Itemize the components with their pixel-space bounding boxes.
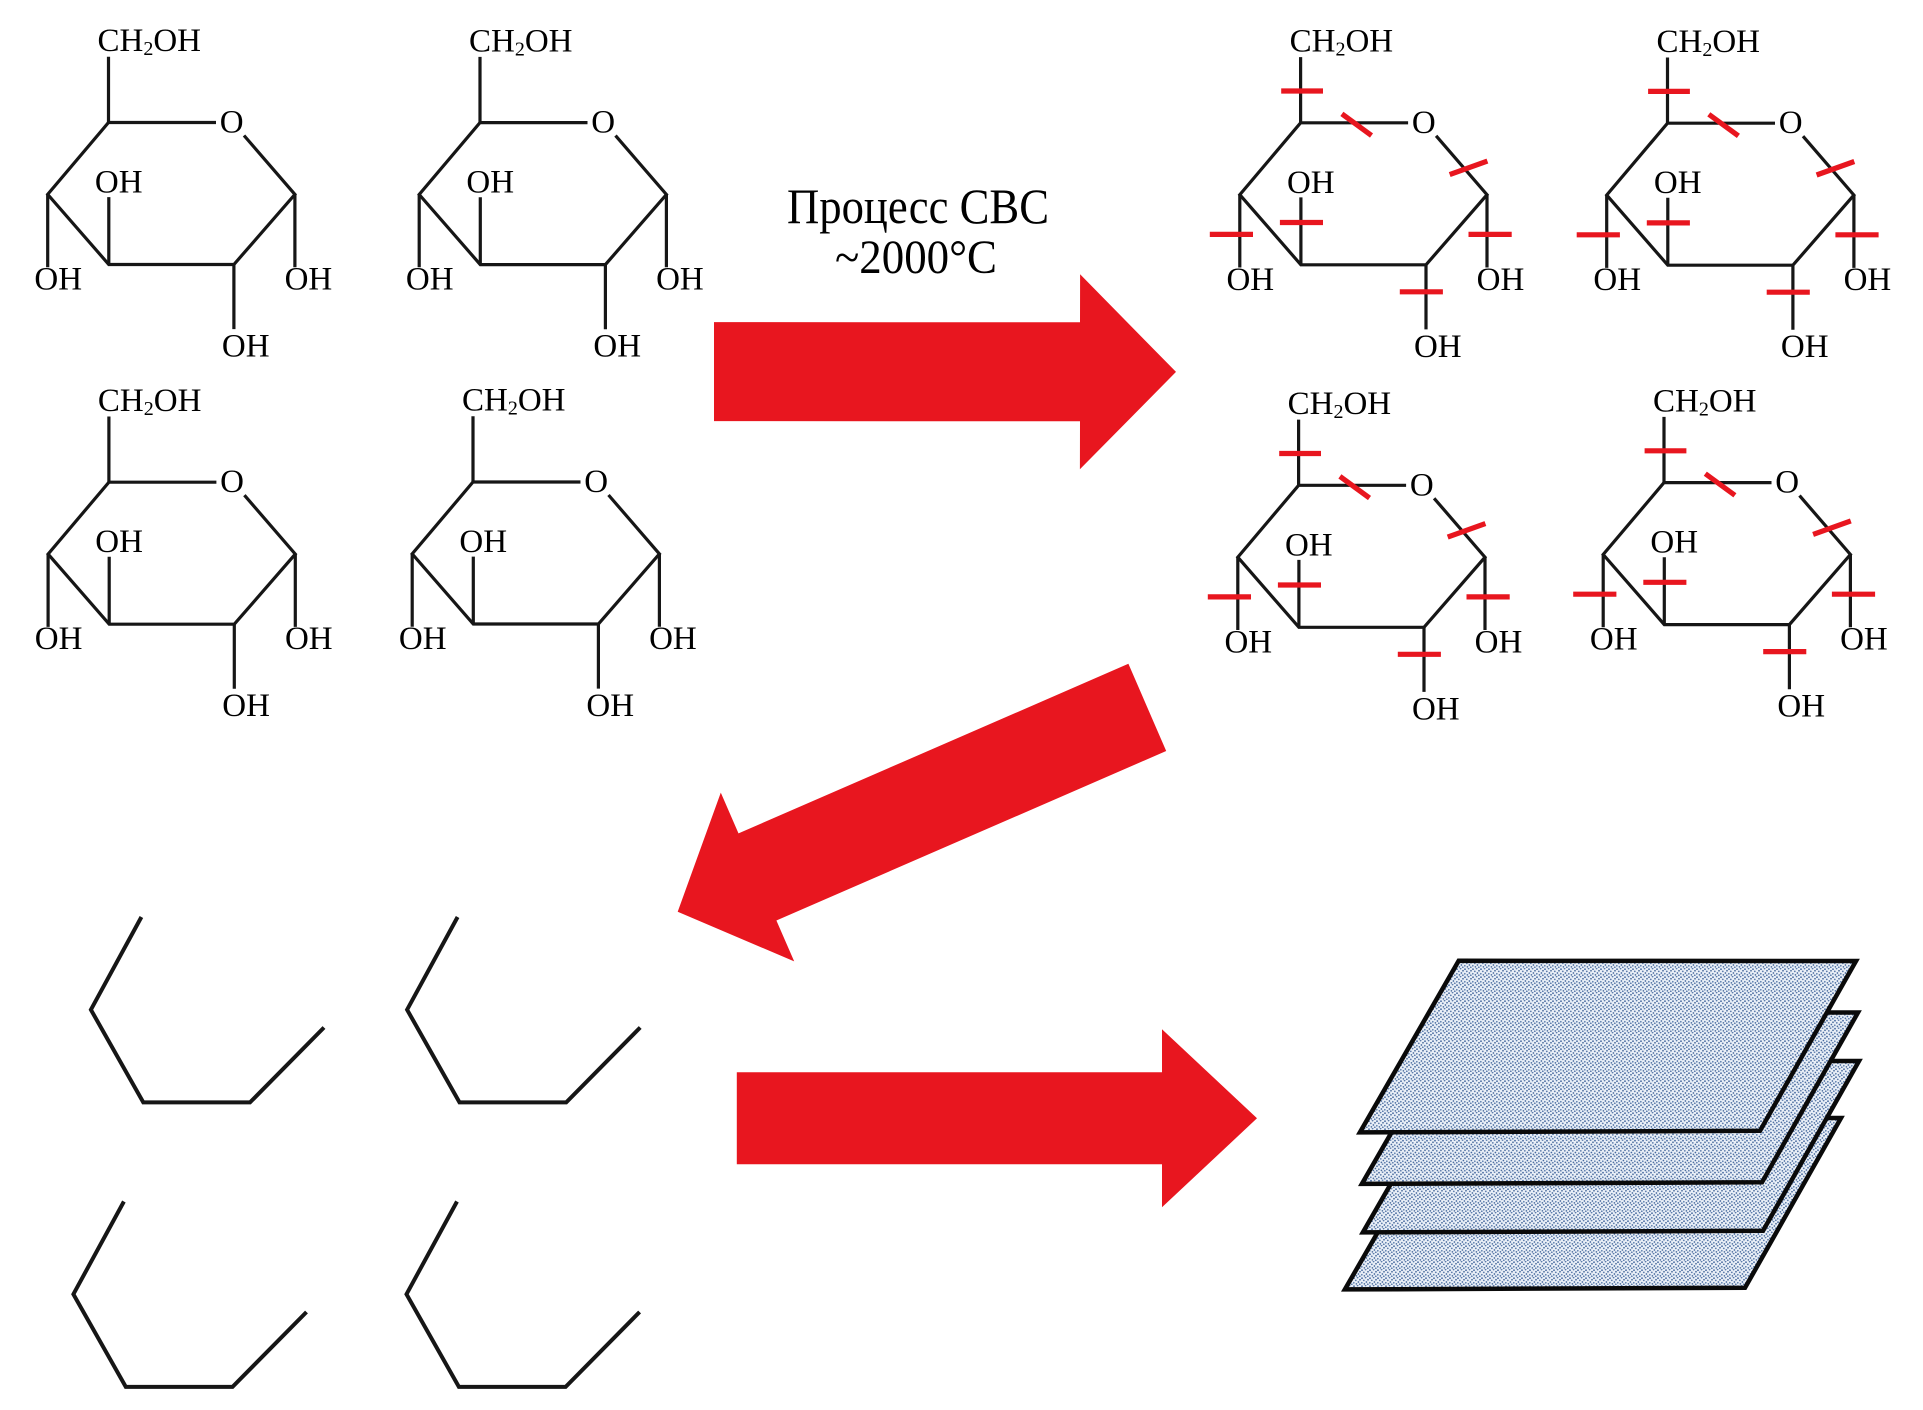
svg-text:Процесс СВС: Процесс СВС [787,178,1049,234]
svg-text:~2000°C: ~2000°C [835,231,997,284]
